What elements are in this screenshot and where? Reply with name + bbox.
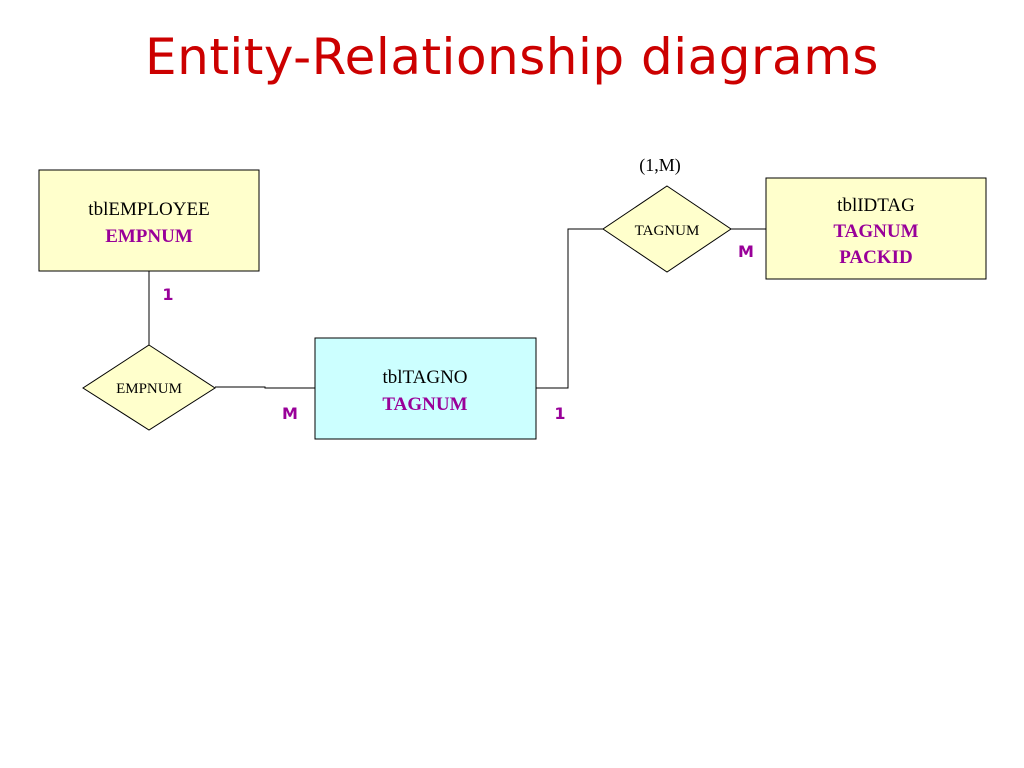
- entity-tagno-key: TAGNUM: [382, 394, 467, 415]
- relationship-empnum-label: EMPNUM: [116, 381, 182, 397]
- relationship-tagnum-note: (1,M): [639, 155, 681, 176]
- entity-idtag-name: tblIDTAG: [837, 195, 915, 216]
- relationship-empnum-diamond: [82, 344, 216, 431]
- entity-idtag-key-1: TAGNUM: [833, 221, 918, 242]
- entity-employee[interactable]: tblEMPLOYEE EMPNUM: [38, 169, 260, 272]
- entity-tagno-box: [314, 337, 537, 440]
- entity-tagno-name: tblTAGNO: [382, 367, 467, 388]
- cardinality-tagno-right: 1: [554, 404, 565, 423]
- entity-idtag-box: [765, 177, 987, 280]
- cardinality-tagno-left: M: [282, 404, 298, 423]
- relationship-empnum[interactable]: EMPNUM: [82, 344, 216, 431]
- relationship-tagnum[interactable]: TAGNUM: [602, 185, 732, 273]
- cardinality-idtag: M: [738, 242, 754, 261]
- page-title: Entity-Relationship diagrams: [145, 28, 879, 86]
- entity-idtag[interactable]: tblIDTAG TAGNUM PACKID: [765, 177, 987, 280]
- entity-tagno[interactable]: tblTAGNO TAGNUM: [314, 337, 537, 440]
- connectors: [148, 228, 766, 389]
- entity-employee-box: [38, 169, 260, 272]
- relationship-tagnum-diamond: [602, 185, 732, 273]
- entity-employee-name: tblEMPLOYEE: [88, 199, 209, 220]
- entity-employee-key: EMPNUM: [105, 226, 193, 247]
- connector-empnum-tagno: [215, 386, 315, 389]
- cardinality-employee: 1: [162, 285, 173, 304]
- entity-idtag-key-2: PACKID: [839, 247, 913, 268]
- connector-tagno-tagnum: [536, 228, 603, 389]
- relationship-tagnum-label: TAGNUM: [635, 223, 700, 239]
